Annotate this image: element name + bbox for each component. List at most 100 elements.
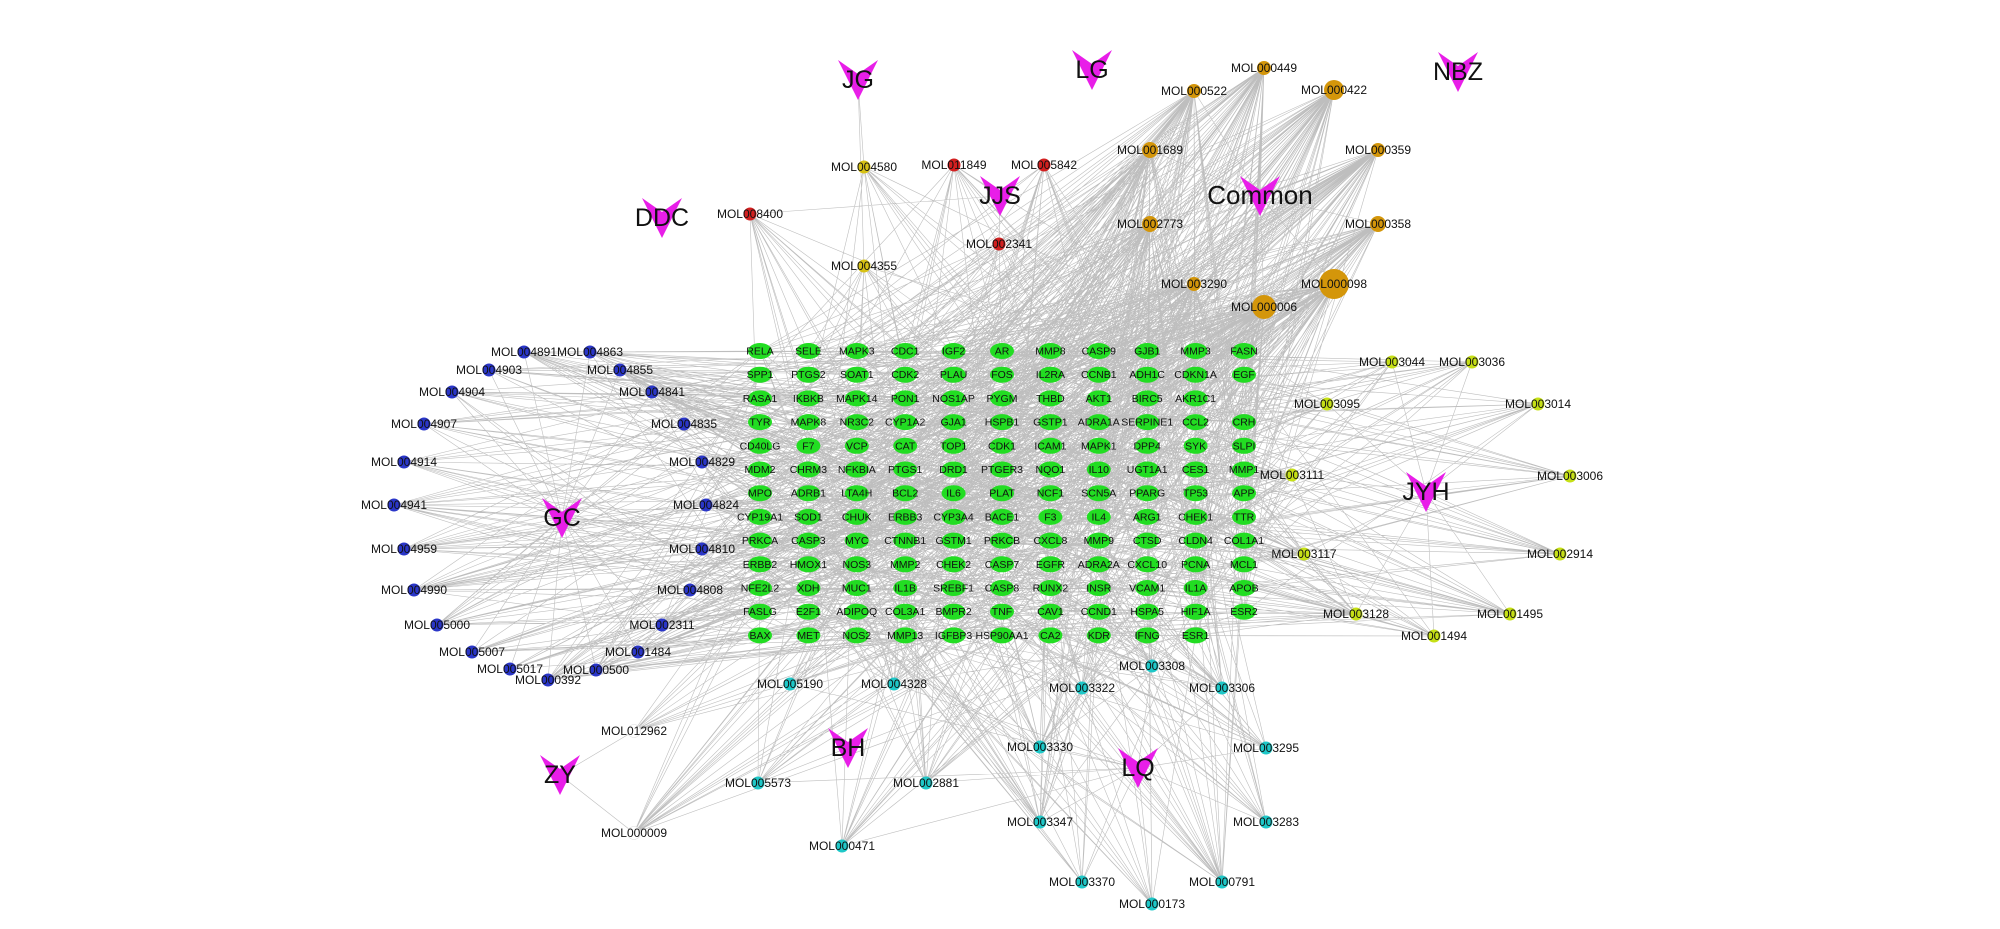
molecule-node[interactable]: MOL004841 [619,385,685,399]
molecule-node[interactable]: MOL003128 [1323,607,1389,621]
gene-node[interactable]: CDKN1A [1174,366,1217,383]
gene-node[interactable]: PCNA [1181,556,1210,573]
gene-node[interactable]: IFNG [1135,627,1160,644]
molecule-node[interactable]: MOL000791 [1189,875,1255,889]
gene-node[interactable]: CHEK1 [1178,508,1213,525]
gene-node[interactable]: CYP19A1 [737,508,783,525]
gene-node[interactable]: CYP3A4 [933,508,974,525]
gene-node[interactable]: CCL2 [1182,414,1209,431]
gene-node[interactable]: IGF2 [941,343,966,359]
gene-node[interactable]: AKR1C1 [1175,390,1216,407]
gene-node[interactable]: RELA [746,343,774,359]
gene-node[interactable]: MMP3 [1180,343,1211,359]
gene-node[interactable]: MYC [844,532,869,549]
molecule-node[interactable]: MOL004835 [651,417,717,431]
gene-node[interactable]: SOAT1 [840,366,874,383]
gene-node[interactable]: MMP1 [1229,461,1259,478]
gene-node[interactable]: ADIPOQ [836,603,877,620]
gene-node[interactable]: ADH1C [1129,366,1165,383]
gene-node[interactable]: CTSD [1133,532,1162,549]
gene-node[interactable]: ARG1 [1133,508,1162,525]
gene-node[interactable]: CASP9 [1082,343,1117,359]
gene-node[interactable]: TTR [1232,508,1256,525]
gene-node[interactable]: PTGER3 [981,461,1023,478]
gene-node[interactable]: IL4 [1086,508,1111,525]
molecule-node[interactable]: MOL003117 [1271,547,1336,561]
molecule-node[interactable]: MOL003283 [1233,815,1299,829]
gene-node[interactable]: CAV1 [1037,603,1064,620]
gene-node[interactable]: PYGM [987,390,1018,407]
molecule-node[interactable]: MOL000392 [515,673,581,687]
herb-node[interactable]: JG [838,60,878,100]
molecule-node[interactable]: MOL005000 [404,618,470,632]
molecule-node[interactable]: MOL001689 [1117,142,1183,158]
gene-node[interactable]: COL3A1 [885,603,925,620]
gene-node[interactable]: SREBF1 [933,580,974,596]
gene-node[interactable]: HSPA5 [1130,603,1164,620]
gene-node[interactable]: IL2RA [1036,366,1065,383]
herb-node[interactable]: LQ [1118,748,1158,788]
gene-node[interactable]: CRH [1232,414,1256,431]
gene-node[interactable]: ADRB1 [791,485,826,502]
gene-node[interactable]: IKBKB [793,390,824,407]
gene-node[interactable]: MUC1 [842,580,872,596]
gene-node[interactable]: NOS1AP [932,390,975,407]
molecule-node[interactable]: MOL003306 [1189,681,1255,695]
molecule-node[interactable]: MOL002311 [629,618,694,632]
herb-node[interactable]: DDC [635,198,689,238]
gene-node[interactable]: NFKBIA [838,461,876,478]
molecule-node[interactable]: MOL003322 [1049,681,1115,695]
molecule-node[interactable]: MOL005007 [439,645,505,659]
gene-node[interactable]: PTGS1 [888,461,923,478]
gene-node[interactable]: MPO [748,485,772,502]
gene-node[interactable]: MMP9 [1084,532,1114,549]
gene-node[interactable]: XDH [796,580,821,596]
gene-node[interactable]: CES1 [1182,461,1210,478]
gene-node[interactable]: BMPR2 [936,603,972,620]
herb-node[interactable]: NBZ [1433,52,1483,92]
gene-node[interactable]: SCN5A [1081,485,1116,502]
molecule-node[interactable]: MOL003014 [1505,397,1571,411]
gene-node[interactable]: RASA1 [743,390,778,407]
molecule-node[interactable]: MOL008400 [717,207,783,221]
molecule-node[interactable]: MOL000358 [1345,216,1411,232]
gene-node[interactable]: CHRM3 [790,461,827,478]
gene-node[interactable]: CDK1 [988,437,1016,454]
gene-node[interactable]: CHUK [842,508,872,525]
molecule-node[interactable]: MOL000173 [1119,897,1185,911]
gene-node[interactable]: PPARG [1129,485,1165,502]
gene-node[interactable]: CASP3 [791,532,826,549]
gene-node[interactable]: FASN [1230,343,1258,359]
molecule-node[interactable]: MOL003006 [1537,469,1603,483]
molecule-node[interactable]: MOL005573 [725,776,791,790]
gene-node[interactable]: EGF [1232,366,1256,383]
gene-node[interactable]: LTA4H [841,485,872,502]
herb-node[interactable]: ZY [540,755,580,795]
gene-node[interactable]: ERBB2 [743,556,778,573]
gene-node[interactable]: CDC1 [891,343,920,359]
gene-node[interactable]: PON1 [891,390,920,407]
gene-node[interactable]: MAPK14 [836,390,878,407]
molecule-node[interactable]: MOL003044 [1359,355,1425,369]
molecule-node[interactable]: MOL002914 [1527,547,1593,561]
gene-node[interactable]: NFE2L2 [741,580,780,596]
gene-node[interactable]: CASP7 [985,556,1020,573]
molecule-node[interactable]: MOL005842 [1011,158,1077,172]
gene-node[interactable]: IL1B [893,580,918,596]
gene-node[interactable]: EGFR [1036,556,1066,573]
gene-node[interactable]: FASLG [743,603,777,620]
gene-node[interactable]: IGFBP3 [935,627,973,644]
herb-node[interactable]: JYH [1402,472,1450,512]
gene-node[interactable]: ESR2 [1230,603,1258,620]
molecule-node[interactable]: MOL003036 [1439,355,1505,369]
gene-node[interactable]: ADRA2A [1078,556,1120,573]
molecule-node[interactable]: MOL004829 [669,455,735,469]
gene-node[interactable]: SYK [1183,437,1208,454]
molecule-node[interactable]: MOL012962 [601,724,667,738]
herb-node[interactable]: GC [542,498,582,538]
gene-node[interactable]: MDM2 [745,461,776,478]
gene-node[interactable]: BIRC5 [1132,390,1163,407]
gene-node[interactable]: CD40LG [740,437,781,454]
molecule-node[interactable]: MOL002773 [1117,216,1183,232]
herb-node[interactable]: Common [1207,176,1313,216]
